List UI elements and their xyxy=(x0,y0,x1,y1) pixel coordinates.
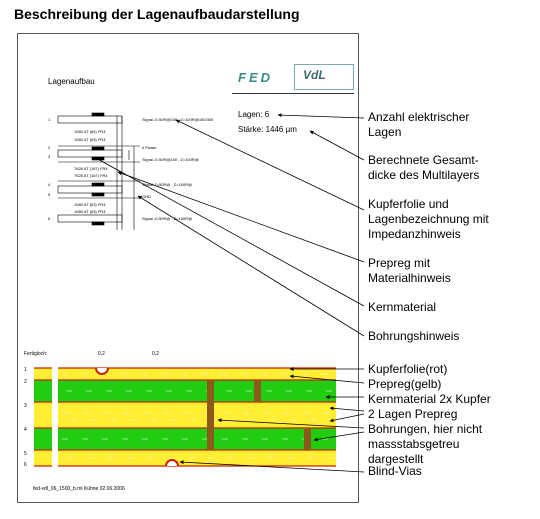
annotation-prepreg: Prepreg mit Materialhinweis xyxy=(368,256,451,286)
copper-pad xyxy=(91,112,105,117)
annotation-line: dicke des Multilayers xyxy=(368,168,480,182)
core-layer xyxy=(34,380,52,402)
copper-pad xyxy=(91,146,105,151)
header-rule xyxy=(232,93,354,94)
through-hole-drill xyxy=(207,380,214,450)
row-num: 6 xyxy=(48,216,51,221)
row-label: 7628 AT (167) FR4 xyxy=(74,166,108,171)
copper-pad xyxy=(91,182,105,187)
page-title: Beschreibung der Lagenaufbaudarstellung xyxy=(14,6,300,22)
sheet-heading: Lagenaufbau xyxy=(48,77,95,86)
row-label: 1080 AT (63) FR4 xyxy=(74,202,106,207)
row-note: Signal Z=50R@030 , Z=100R@150/300 xyxy=(142,117,214,122)
layers-count: Lagen: 6 xyxy=(238,110,270,119)
layer-number: 2 xyxy=(24,379,27,385)
stackup-schematic xyxy=(57,112,140,230)
annotation-core-copper: Kernmaterial 2x Kupfer xyxy=(368,392,491,406)
buried-via xyxy=(304,428,311,450)
blind-via-bottom xyxy=(165,459,179,467)
row-label: 7628 AT (167) FR4 xyxy=(74,173,108,178)
vdl-logo-text: VdL xyxy=(303,68,326,82)
drill-label: Fertigloch: xyxy=(24,351,48,357)
sheet-footer: fed-vdl_06_1500_b.ml Kühne 02.06.2006 xyxy=(33,486,125,492)
row-num: 1 xyxy=(48,117,51,122)
core-layer xyxy=(58,428,336,450)
total-thickness: Stärke: 1446 µm xyxy=(238,125,297,134)
row-label: 1080 AT (63) FR4 xyxy=(74,209,106,214)
annotation-line: Lagen xyxy=(368,125,402,139)
annotation-line: Anzahl elektrischer xyxy=(368,110,470,124)
core-layer xyxy=(58,380,336,402)
row-label: 1080 AT (63) FR4 xyxy=(74,137,106,142)
annotation-copper-foil: Kupferfolie und Lagenbezeichnung mit Imp… xyxy=(368,197,489,242)
core-layer xyxy=(34,428,52,450)
layer-number: 5 xyxy=(24,451,27,457)
copper-pad xyxy=(91,192,105,197)
annotation-layer-count: Anzahl elektrischer Lagen xyxy=(368,110,469,140)
annotation-two-prepreg: 2 Lagen Prepreg xyxy=(368,407,458,421)
annotation-drill: Bohrungshinweis xyxy=(368,329,460,343)
annotation-line: Impedanzhinweis xyxy=(368,227,461,241)
row-num: 5 xyxy=(48,192,51,197)
row-note: # Power xyxy=(142,145,157,150)
drill-size: 0,2 xyxy=(98,351,105,357)
layer-number: 3 xyxy=(24,403,27,409)
row-note: Signal Z=50R@430 , Z=100R@ xyxy=(142,157,199,162)
annotation-line: Lagenbezeichnung mit xyxy=(368,212,489,226)
annotation-line: Berechnete Gesamt- xyxy=(368,153,479,167)
annotation-copper-red: Kupferfolie(rot) xyxy=(368,362,448,376)
fed-logo: FED xyxy=(238,70,273,85)
annotation-thickness: Berechnete Gesamt- dicke des Multilayers xyxy=(368,153,479,183)
buried-via xyxy=(254,380,261,402)
annotation-arrows xyxy=(93,113,365,473)
row-num: 4 xyxy=(48,182,51,187)
layer-number: 6 xyxy=(24,462,27,468)
annotation-line: Materialhinweis xyxy=(368,271,451,285)
copper-pad xyxy=(91,221,105,226)
cross-section xyxy=(34,367,336,467)
layer-number: 4 xyxy=(24,427,27,433)
row-note: Signal Z=50R@ , Z=100R@ xyxy=(142,182,193,187)
annotation-drill-holes: Bohrungen, hier nicht massstabsgetreu da… xyxy=(368,422,482,467)
drill-size: 0,2 xyxy=(152,351,159,357)
row-note: GND xyxy=(142,194,151,199)
annotation-line: massstabsgetreu xyxy=(368,437,460,451)
annotation-blind-vias: Blind-Vias xyxy=(368,464,422,478)
blind-via-top xyxy=(95,367,109,375)
annotation-line: Prepreg mit xyxy=(368,256,431,270)
row-note: Signal Z=50R@ , Z=100R@ xyxy=(142,216,193,221)
row-label: 1080 AT (64) FR4 xyxy=(74,129,106,134)
vdl-logo: VdL xyxy=(294,64,354,90)
layer-number: 1 xyxy=(24,367,27,373)
row-num: 2 xyxy=(48,145,51,150)
row-num: 3 xyxy=(48,154,51,159)
annotation-prepreg-yellow: Prepreg(gelb) xyxy=(368,377,442,391)
annotation-line: Kupferfolie und xyxy=(368,197,449,211)
annotation-line: dargestellt xyxy=(368,452,424,466)
annotation-line: Bohrungen, hier nicht xyxy=(368,422,483,436)
annotation-core: Kernmaterial xyxy=(368,300,437,314)
